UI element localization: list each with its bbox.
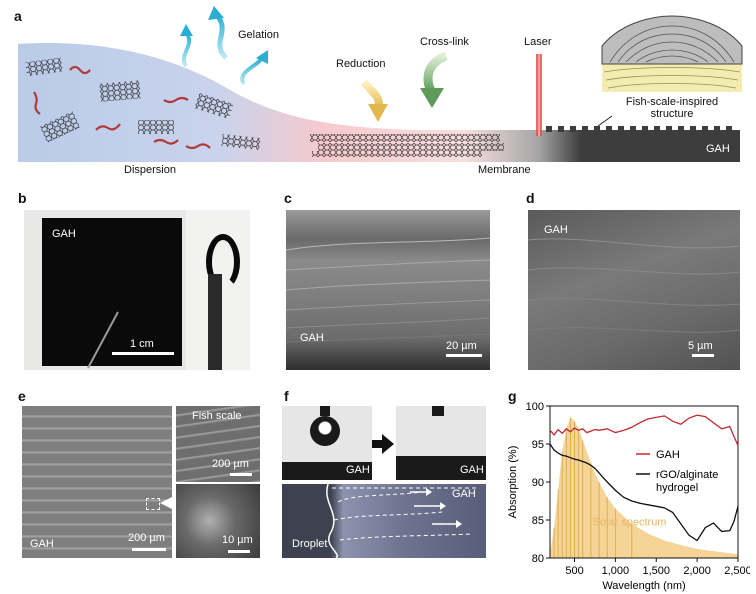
scale-bar-e-top xyxy=(230,473,252,476)
label-fish-scale-e: Fish scale xyxy=(192,410,242,422)
label-dispersion: Dispersion xyxy=(124,164,176,176)
y-tick-label: 90 xyxy=(532,477,544,489)
absorption-chart: Solar spectrum 80 85 90 95 100 500 1,000 1,500 2,… xyxy=(507,401,750,592)
y-tick-label: 100 xyxy=(526,401,544,413)
panel-label-d: d xyxy=(526,190,535,206)
needle-right xyxy=(432,406,444,416)
sem-image-e-inset-top xyxy=(176,406,260,482)
water-droplet xyxy=(310,416,340,446)
label-fish-scale-structure: Fish-scale-inspired structure xyxy=(625,96,719,120)
x-tick-label: 1,500 xyxy=(642,565,670,577)
scale-text-b: 1 cm xyxy=(130,338,154,350)
panel-label-b: b xyxy=(18,190,27,206)
needle xyxy=(320,406,330,416)
contact-angle-right xyxy=(396,406,486,480)
label-gah-c: GAH xyxy=(300,332,324,344)
x-axis-label: Wavelength (nm) xyxy=(602,580,685,592)
label-gah-d: GAH xyxy=(544,224,568,236)
panel-label-e: e xyxy=(18,388,26,404)
y-tick-label: 95 xyxy=(532,439,544,451)
folded-film xyxy=(206,234,240,290)
label-gah-a: GAH xyxy=(706,143,730,155)
solar-spectrum-area xyxy=(550,417,738,558)
scale-text-e-top: 200 µm xyxy=(212,458,249,470)
sem-image-c xyxy=(286,210,490,370)
x-tick-label: 500 xyxy=(565,565,583,577)
y-axis-label: Absorption (%) xyxy=(507,446,519,519)
scale-text-e-main: 200 µm xyxy=(128,532,165,544)
x-tick-label: 2,000 xyxy=(683,565,711,577)
y-tick-label: 80 xyxy=(532,553,544,565)
label-gah-e: GAH xyxy=(30,538,54,550)
label-membrane: Membrane xyxy=(478,164,531,176)
legend-label-gah: GAH xyxy=(656,449,680,461)
panel-label-f: f xyxy=(284,388,289,404)
droplet-image xyxy=(282,484,486,558)
y-tick-label: 85 xyxy=(532,515,544,527)
scale-bar-e-bottom xyxy=(228,550,250,553)
x-tick-label: 2,500 xyxy=(724,565,750,577)
panel-label-g: g xyxy=(508,388,517,404)
tweezers xyxy=(208,274,222,370)
legend-label-rgo-2: hydrogel xyxy=(656,482,698,494)
scale-bar-c xyxy=(446,354,482,357)
scale-text-c: 20 µm xyxy=(446,340,477,352)
arrow-right-icon xyxy=(372,434,394,454)
scale-text-e-bottom: 10 µm xyxy=(222,534,253,546)
gah-series-line xyxy=(549,414,739,446)
contact-angle-left xyxy=(282,406,372,480)
zoom-box xyxy=(146,498,160,510)
label-gelation: Gelation xyxy=(238,29,279,41)
schematic-a xyxy=(18,6,743,163)
sem-image-e-inset-bottom xyxy=(176,484,260,558)
label-gah-f-right: GAH xyxy=(460,464,484,476)
photo-b xyxy=(24,210,250,370)
label-laser: Laser xyxy=(524,36,552,48)
label-reduction: Reduction xyxy=(336,58,386,70)
sem-image-d xyxy=(528,210,740,370)
scale-bar-d xyxy=(692,354,714,357)
x-tick-label: 1,000 xyxy=(602,565,630,577)
label-gah-b: GAH xyxy=(52,228,76,240)
solar-spectrum-label: Solar spectrum xyxy=(593,516,667,528)
panel-label-c: c xyxy=(284,190,292,206)
rgo-series-line xyxy=(549,443,739,542)
panel-label-a: a xyxy=(14,8,22,24)
scale-text-d: 5 µm xyxy=(688,340,713,352)
label-gah-f-left: GAH xyxy=(346,464,370,476)
label-gah-f-bottom: GAH xyxy=(452,488,476,500)
sem-image-e-main xyxy=(22,406,174,558)
scale-bar-e-main xyxy=(132,548,166,551)
label-droplet: Droplet xyxy=(292,538,328,550)
gah-film xyxy=(42,218,182,366)
legend-label-rgo: rGO/alginate xyxy=(656,469,718,481)
scale-bar-b xyxy=(112,352,174,355)
label-crosslink: Cross-link xyxy=(420,36,469,48)
